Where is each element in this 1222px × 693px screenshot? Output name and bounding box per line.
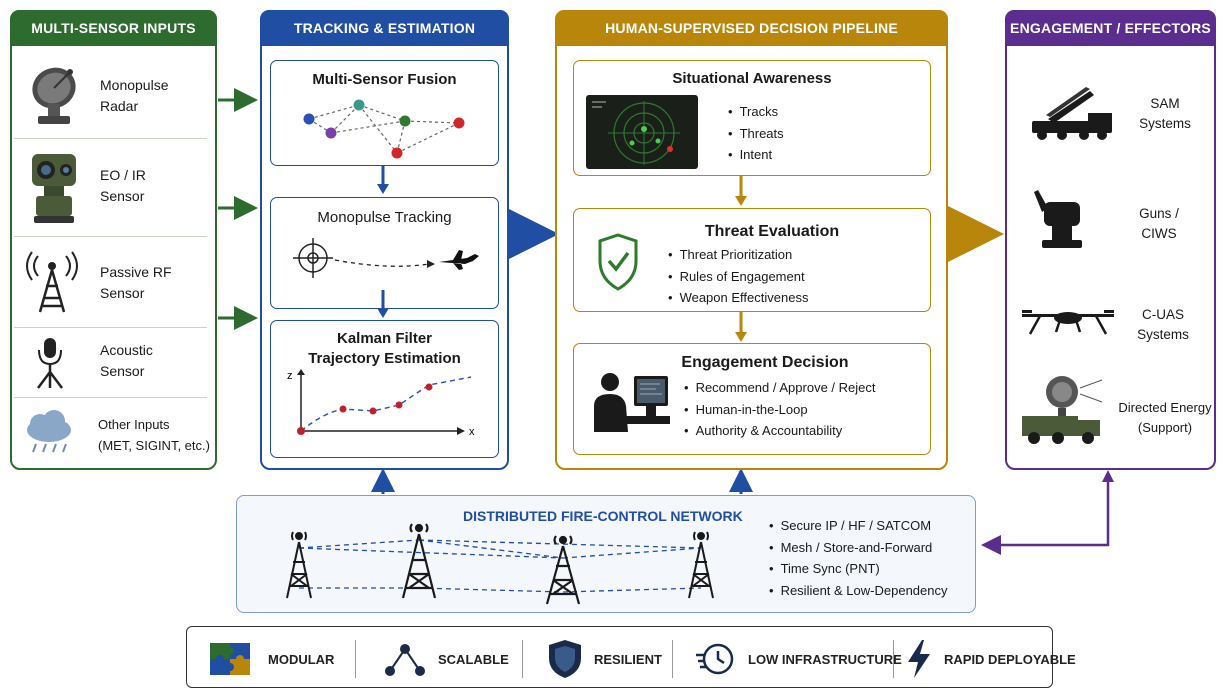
effectors-panel: ENGAGEMENT / EFFECTORS bbox=[1005, 10, 1216, 470]
tower-icon bbox=[286, 531, 312, 599]
fusion-box: Multi-Sensor Fusion bbox=[270, 60, 499, 166]
flow-arrow-down bbox=[377, 166, 389, 194]
directed-energy-truck-icon bbox=[1022, 376, 1103, 444]
bullet-item: Secure IP / HF / SATCOM bbox=[769, 515, 948, 537]
bullet-item: Rules of Engagement bbox=[668, 266, 808, 288]
puzzle-icon bbox=[210, 643, 250, 675]
tower-icon bbox=[688, 531, 714, 599]
microphone-icon bbox=[37, 338, 63, 389]
bullet-item: Authority & Accountability bbox=[684, 420, 875, 442]
bullet-item: Intent bbox=[728, 144, 784, 166]
feature-label: RESILIENT bbox=[594, 651, 662, 667]
radar-screen-icon bbox=[586, 95, 698, 169]
pipeline-title: HUMAN-SUPERVISED DECISION PIPELINE bbox=[605, 20, 898, 36]
network-title: DISTRIBUTED FIRE-CONTROL NETWORK bbox=[463, 508, 743, 524]
network-towers bbox=[286, 523, 714, 605]
fusion-title: Multi-Sensor Fusion bbox=[312, 71, 457, 88]
feature-low-infrastructure: LOW INFRASTRUCTURE bbox=[694, 635, 902, 683]
kalman-title: Kalman Filter Trajectory Estimation bbox=[308, 330, 461, 367]
sensor-divider bbox=[14, 397, 207, 398]
bullet-item: Time Sync (PNT) bbox=[769, 558, 948, 580]
sensor-label-radar: Monopulse Radar bbox=[100, 77, 169, 114]
effectors-title: ENGAGEMENT / EFFECTORS bbox=[1010, 20, 1211, 36]
rf-tower-icon bbox=[26, 251, 78, 313]
sensor-divider bbox=[14, 236, 207, 237]
bullet-item: Resilient & Low-Dependency bbox=[769, 580, 948, 602]
ciws-turret-icon bbox=[1034, 190, 1082, 248]
bullet-item: Threats bbox=[728, 123, 784, 145]
feature-label: LOW INFRASTRUCTURE bbox=[748, 651, 902, 667]
effector-label-sam: SAM Systems bbox=[1139, 96, 1191, 131]
bullet-item: Recommend / Approve / Reject bbox=[684, 377, 876, 399]
kalman-box: Kalman Filter Trajectory Estimation z x bbox=[270, 320, 499, 458]
missile-launcher-icon bbox=[1032, 87, 1112, 140]
axis-z-label: z bbox=[287, 370, 293, 382]
threat-box: Threat Evaluation Threat Prioritization … bbox=[573, 208, 931, 312]
threat-title: Threat Evaluation bbox=[704, 223, 840, 240]
network-nodes-icon bbox=[385, 644, 425, 676]
lightning-icon bbox=[908, 640, 930, 678]
decision-bullets: Recommend / Approve / Reject Human-in-th… bbox=[684, 377, 876, 442]
sensor-label-passive-rf: Passive RF Sensor bbox=[100, 264, 172, 301]
pipeline-header: HUMAN-SUPERVISED DECISION PIPELINE bbox=[555, 10, 948, 46]
feature-scalable: SCALABLE bbox=[382, 635, 509, 683]
sensor-label-acoustic: Acoustic Sensor bbox=[100, 342, 153, 379]
tracking-title: TRACKING & ESTIMATION bbox=[293, 20, 476, 36]
situational-box: Situational Awareness Tracks Threats Int… bbox=[573, 60, 931, 176]
monopulse-title: Monopulse Tracking bbox=[317, 209, 452, 226]
bullet-item: Human-in-the-Loop bbox=[684, 399, 875, 421]
feature-bar bbox=[186, 626, 1053, 688]
bullet-item: Mesh / Store-and-Forward bbox=[769, 537, 948, 559]
inputs-title: MULTI-SENSOR INPUTS bbox=[31, 20, 196, 36]
threat-bullets: Threat Prioritization Rules of Engagemen… bbox=[668, 244, 809, 309]
shield-icon bbox=[549, 640, 581, 678]
feature-label: SCALABLE bbox=[438, 651, 509, 667]
flow-arrow-down bbox=[735, 312, 747, 342]
bullet-item: Threat Prioritization bbox=[668, 244, 808, 266]
fusion-graph bbox=[303, 99, 465, 159]
feature-resilient: RESILIENT bbox=[546, 635, 662, 683]
trajectory-plot: z x bbox=[287, 369, 475, 438]
sensor-label-eo-ir: EO / IR Sensor bbox=[100, 167, 146, 204]
weather-cloud-icon bbox=[27, 410, 71, 453]
inputs-header: MULTI-SENSOR INPUTS bbox=[10, 10, 217, 46]
radar-dish-icon bbox=[32, 67, 76, 124]
eo-ir-camera-icon bbox=[32, 154, 76, 223]
bullet-item: Tracks bbox=[728, 101, 784, 123]
effector-label-cuas: C-UAS Systems bbox=[1137, 307, 1189, 342]
sensor-label-other: Other Inputs (MET, SIGINT, etc.) bbox=[98, 417, 210, 453]
feature-divider bbox=[672, 640, 673, 678]
effector-label-ciws: Guns / CIWS bbox=[1139, 206, 1179, 241]
flow-arrow-down bbox=[735, 176, 747, 206]
situational-title: Situational Awareness bbox=[672, 70, 832, 87]
clock-arrow-icon bbox=[696, 643, 734, 675]
effector-label-directed-energy: Directed Energy (Support) bbox=[1118, 400, 1212, 435]
feature-divider bbox=[522, 640, 523, 678]
decision-title: Engagement Decision bbox=[681, 354, 849, 371]
tower-icon bbox=[545, 535, 581, 605]
axis-x-label: x bbox=[469, 426, 475, 438]
feature-rapid-deployable: RAPID DEPLOYABLE bbox=[904, 635, 1076, 683]
flow-arrow-down bbox=[377, 290, 389, 318]
operator-console-icon bbox=[594, 373, 670, 432]
bullet-item: Weapon Effectiveness bbox=[668, 287, 809, 309]
feature-label: RAPID DEPLOYABLE bbox=[944, 651, 1076, 667]
feature-divider bbox=[893, 640, 894, 678]
tracking-reticle bbox=[293, 238, 479, 278]
feature-divider bbox=[355, 640, 356, 678]
decision-box: Engagement Decision Recommend / Approve … bbox=[573, 343, 931, 455]
tower-icon bbox=[401, 523, 437, 599]
tracking-header: TRACKING & ESTIMATION bbox=[260, 10, 509, 46]
feature-label: MODULAR bbox=[268, 651, 335, 667]
situational-bullets: Tracks Threats Intent bbox=[728, 101, 784, 166]
network-panel: DISTRIBUTED FIRE-CONTROL NETWORK bbox=[236, 495, 976, 613]
feature-modular: MODULAR bbox=[206, 635, 334, 683]
sensor-divider bbox=[14, 327, 207, 328]
effectors-header: ENGAGEMENT / EFFECTORS bbox=[1005, 10, 1216, 46]
sensor-divider bbox=[14, 138, 207, 139]
drone-icon bbox=[1022, 310, 1114, 335]
shield-check-icon bbox=[598, 233, 638, 291]
network-bullets: Secure IP / HF / SATCOM Mesh / Store-and… bbox=[769, 515, 948, 601]
